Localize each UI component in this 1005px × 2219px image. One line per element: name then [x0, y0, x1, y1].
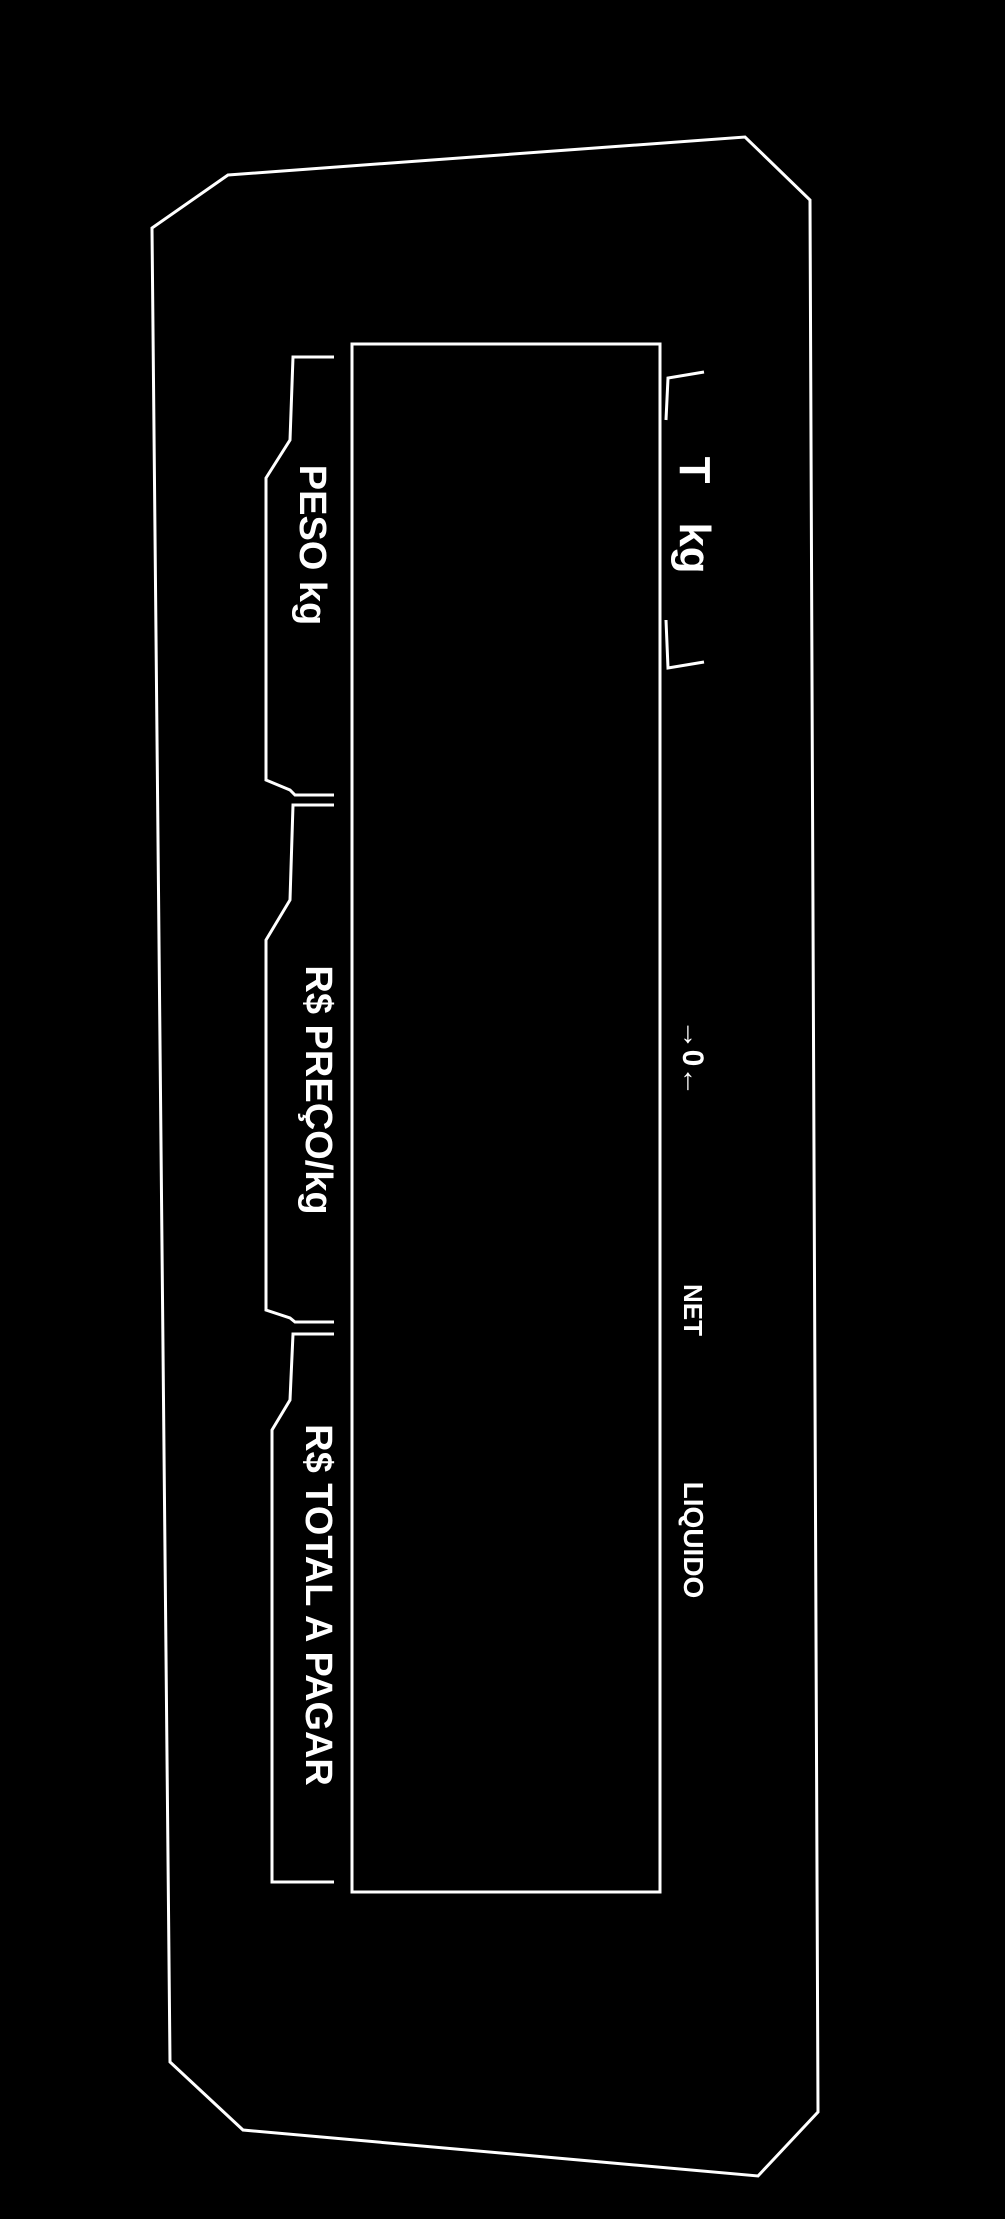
- zero-indicator-icon: →0←: [676, 1020, 709, 1097]
- kg-unit-indicator: kg: [670, 522, 719, 573]
- liquid-indicator: LIQUIDO: [678, 1482, 709, 1599]
- weight-label: PESO kg: [291, 465, 333, 626]
- price-per-kg-label: R$ PREÇO/kg: [297, 965, 339, 1214]
- t-indicator: T: [670, 457, 719, 484]
- label-tab-outline: [264, 355, 334, 1884]
- panel-outline: [150, 135, 820, 2178]
- kg-bracket-icon: [664, 370, 705, 670]
- display-window: [350, 342, 662, 1894]
- net-indicator: NET: [678, 1284, 708, 1336]
- total-to-pay-label: R$ TOTAL A PAGAR: [297, 1424, 339, 1786]
